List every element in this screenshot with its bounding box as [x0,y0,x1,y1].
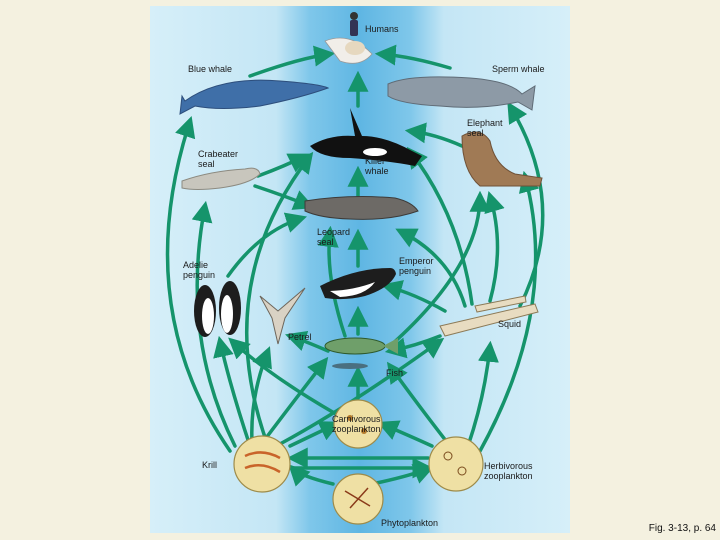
arrow-krill-to-killer [245,151,314,448]
label-elephant-seal: Elephant seal [467,118,503,138]
emperor-penguin-illustration [320,268,396,300]
arrow-phyto-to-krill [288,464,335,487]
food-web-diagram [165,12,545,525]
arrow-sperm-to-humans [374,44,452,70]
fish-illustration [324,337,398,369]
label-adelie-penguin: Adelie penguin [183,260,216,280]
arrow-adelie-to-leopard [226,212,308,278]
arrow-squid-to-killer [406,146,474,306]
arrow-herbivorous-to-fish [386,361,452,448]
arrow-squid-to-elephant [484,190,505,303]
arrow-squid-to-sperm [507,101,545,308]
label-krill: Krill [202,460,217,470]
label-petrel: Petrel [288,332,312,342]
arrow-krill-to-squid [278,337,445,446]
label-blue-whale: Blue whale [188,64,233,74]
leopard-seal-illustration [304,196,419,220]
label-crabeater-seal: Crabeater seal [198,149,239,169]
label-herbivorous-zooplankton: Herbivorous zooplankton [484,461,533,481]
arrow-fish-to-petrel [285,331,330,353]
arrow-herbivorous-to-squid [466,340,499,448]
arrow-krill-to-adelie [213,335,252,448]
label-emperor-penguin: Emperor penguin [399,256,434,276]
herbivorous-zooplankton-circle [428,436,484,492]
arrow-crabeater-to-leopard [253,184,315,210]
arrow-phyto-to-herbivorous [370,464,435,486]
squid-illustration [439,295,539,337]
killer-whale-illustration [310,108,422,166]
label-carnivorous-zooplankton: Carnivorous zooplankton [332,414,381,434]
label-squid: Squid [498,319,522,329]
arrow-krill-to-blue-whale [165,116,232,453]
elephant-seal-illustration [461,131,543,187]
arrow-carnivorous-to-adelie [228,337,338,416]
adelie-penguin-illustration [194,281,241,337]
carnivorous-zooplankton-circle [333,399,383,449]
arrow-blue-whale-to-humans [248,45,336,78]
label-leopard-seal: Leopard seal [317,227,351,247]
label-killer-whale: Killer whale [365,156,389,176]
arrow-krill-to-carnivorous [288,421,341,448]
arrow-squid-to-emperor [380,280,447,313]
label-phytoplankton: Phytoplankton [381,518,439,528]
figure-caption: Fig. 3-13, p. 64 [648,523,716,534]
krill-circle [233,435,291,493]
sperm-whale-illustration [387,76,536,111]
petrel-illustration [259,287,306,345]
feeding-arrows [165,44,545,487]
phytoplankton-circle [332,473,384,525]
label-sperm-whale: Sperm whale [492,64,545,74]
food-web-panel: Humans Blue whale Sperm whale Elephant s… [150,6,570,533]
arrow-squid-to-leopard [395,228,467,308]
blue-whale-illustration [179,79,330,115]
arrow-herbivorous-to-carnivorous [377,420,434,448]
arrow-fish-to-elephant [388,190,491,348]
human-illustration [324,12,373,64]
label-fish: Fish [386,368,404,378]
crabeater-seal-illustration [181,167,261,190]
arrow-fish-to-leopard [317,225,347,338]
arrow-elephant-to-killer [404,122,464,148]
label-humans: Humans [365,24,399,34]
